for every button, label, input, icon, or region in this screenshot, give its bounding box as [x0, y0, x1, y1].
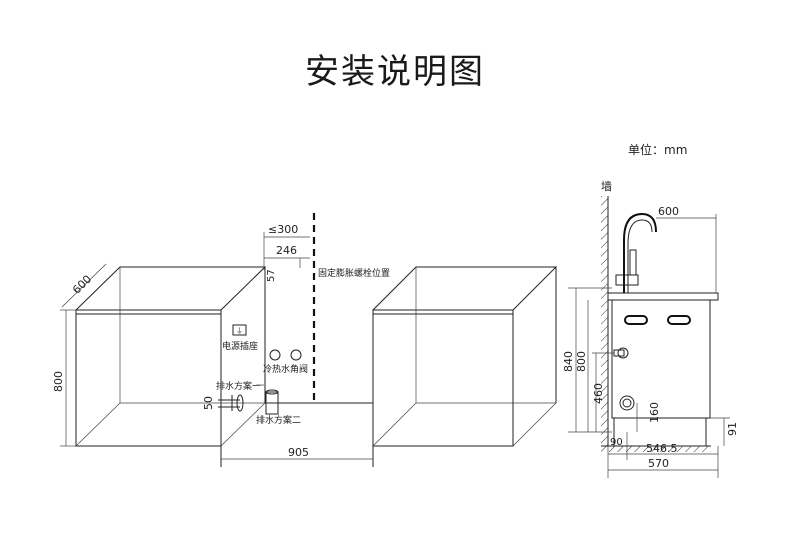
dim-line-600-left — [61, 263, 107, 308]
dim-246: 246 — [276, 244, 297, 257]
dim-90: 90 — [610, 437, 623, 448]
side-view: 墙 — [601, 179, 719, 452]
dim-905: 905 — [288, 446, 309, 459]
drain2-pipe-icon — [265, 391, 279, 415]
dim-800-left: 800 — [52, 371, 65, 392]
left-cabinet — [75, 266, 267, 447]
right-cabinet — [372, 266, 558, 447]
unit-label: 单位：mm — [628, 142, 687, 157]
dim-600-right: 600 — [658, 205, 679, 218]
drain1-label: 排水方案一 — [216, 380, 261, 392]
dim-840: 840 — [562, 351, 575, 372]
left-cabinet-front — [75, 309, 222, 447]
dim-800-right: 800 — [575, 351, 588, 372]
dim-600-left: 600 — [70, 273, 94, 297]
valves-label: 冷热水角阀 — [263, 363, 308, 375]
dim-91: 91 — [726, 422, 739, 436]
page-title: 安装说明图 — [305, 52, 485, 92]
dim-546-5: 546.5 — [646, 442, 678, 455]
wall-hatch — [601, 196, 608, 446]
cold-valve-icon — [269, 349, 281, 361]
dim-570: 570 — [648, 457, 669, 470]
bolt-label: 固定膨胀螺栓位置 — [318, 267, 390, 279]
drain1-pipe-icon — [236, 394, 244, 412]
drain2-label: 排水方案二 — [256, 414, 301, 426]
dim-50: 50 — [202, 396, 215, 410]
svg-text:⏚: ⏚ — [236, 327, 243, 335]
dim-160: 160 — [648, 402, 661, 423]
power-socket-icon — [232, 324, 247, 336]
dim-le300: ≤300 — [268, 223, 298, 236]
dim-460: 460 — [592, 383, 605, 404]
wall-label: 墙 — [601, 179, 612, 193]
dim-57: 57 — [266, 269, 277, 282]
hot-valve-icon — [290, 349, 302, 361]
socket-label: 电源插座 — [222, 340, 258, 352]
